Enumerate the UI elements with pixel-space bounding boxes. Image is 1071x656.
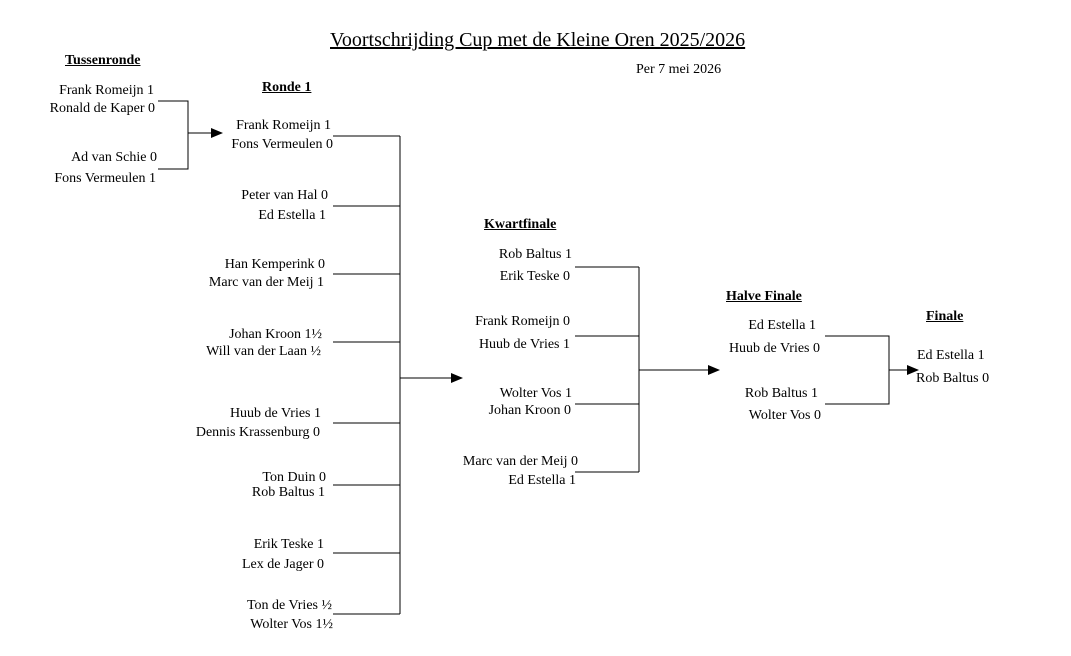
ronde1-player: Erik Teske 1	[253, 537, 324, 552]
ronde1-player: Ed Estella 1	[258, 208, 326, 223]
ronde1-player: Wolter Vos 1½	[250, 617, 333, 632]
heading-tussenronde: Tussenronde	[65, 53, 141, 68]
tussenronde-player: Fons Vermeulen 1	[54, 171, 156, 186]
kwartfinale-player: Ed Estella 1	[508, 473, 576, 488]
finale-player: Rob Baltus 0	[916, 371, 990, 386]
ronde1-player: Lex de Jager 0	[241, 557, 324, 572]
heading-finale: Finale	[926, 309, 964, 324]
ronde1-player: Marc van der Meij 1	[208, 275, 324, 290]
page-title: Voortschrijding Cup met de Kleine Oren 2…	[330, 29, 746, 51]
halve-finale-player: Ed Estella 1	[748, 318, 816, 333]
ronde1-player: Peter van Hal 0	[241, 188, 328, 203]
heading-halve-finale: Halve Finale	[726, 289, 802, 304]
ronde1-player: Han Kemperink 0	[224, 257, 325, 272]
tussenronde-player: Ad van Schie 0	[71, 150, 157, 165]
ronde1-player: Frank Romeijn 1	[236, 118, 331, 133]
finale-player: Ed Estella 1	[917, 348, 985, 363]
tussenronde-bracket	[158, 100, 189, 170]
ronde1-player: Ton Duin 0	[262, 470, 326, 485]
tussenronde-player: Frank Romeijn 1	[59, 83, 154, 98]
ronde1-player: Johan Kroon 1½	[229, 327, 322, 342]
kwartfinale-player: Frank Romeijn 0	[475, 314, 570, 329]
ronde1-player: Rob Baltus 1	[251, 485, 325, 500]
tussenronde-player: Ronald de Kaper 0	[49, 101, 155, 116]
ronde1-player: Huub de Vries 1	[229, 406, 321, 421]
status-date: Per 7 mei 2026	[636, 62, 722, 77]
halve-finale-bracket	[825, 335, 890, 405]
kwartfinale-player: Marc van der Meij 0	[462, 454, 578, 469]
halve-finale-player: Huub de Vries 0	[728, 341, 820, 356]
heading-kwartfinale: Kwartfinale	[484, 217, 557, 232]
halve-finale-player: Rob Baltus 1	[744, 386, 818, 401]
ronde1-player: Will van der Laan ½	[206, 344, 321, 359]
kwartfinale-player: Johan Kroon 0	[488, 403, 571, 418]
kwartfinale-player: Rob Baltus 1	[498, 247, 572, 262]
kwartfinale-player: Wolter Vos 1	[499, 386, 572, 401]
kwartfinale-player: Erik Teske 0	[499, 269, 570, 284]
ronde1-player: Fons Vermeulen 0	[231, 137, 333, 152]
heading-ronde1: Ronde 1	[262, 80, 312, 95]
ronde1-player: Ton de Vries ½	[246, 598, 332, 613]
halve-finale-player: Wolter Vos 0	[748, 408, 821, 423]
ronde1-player: Dennis Krassenburg 0	[195, 425, 320, 440]
kwartfinale-player: Huub de Vries 1	[478, 337, 570, 352]
